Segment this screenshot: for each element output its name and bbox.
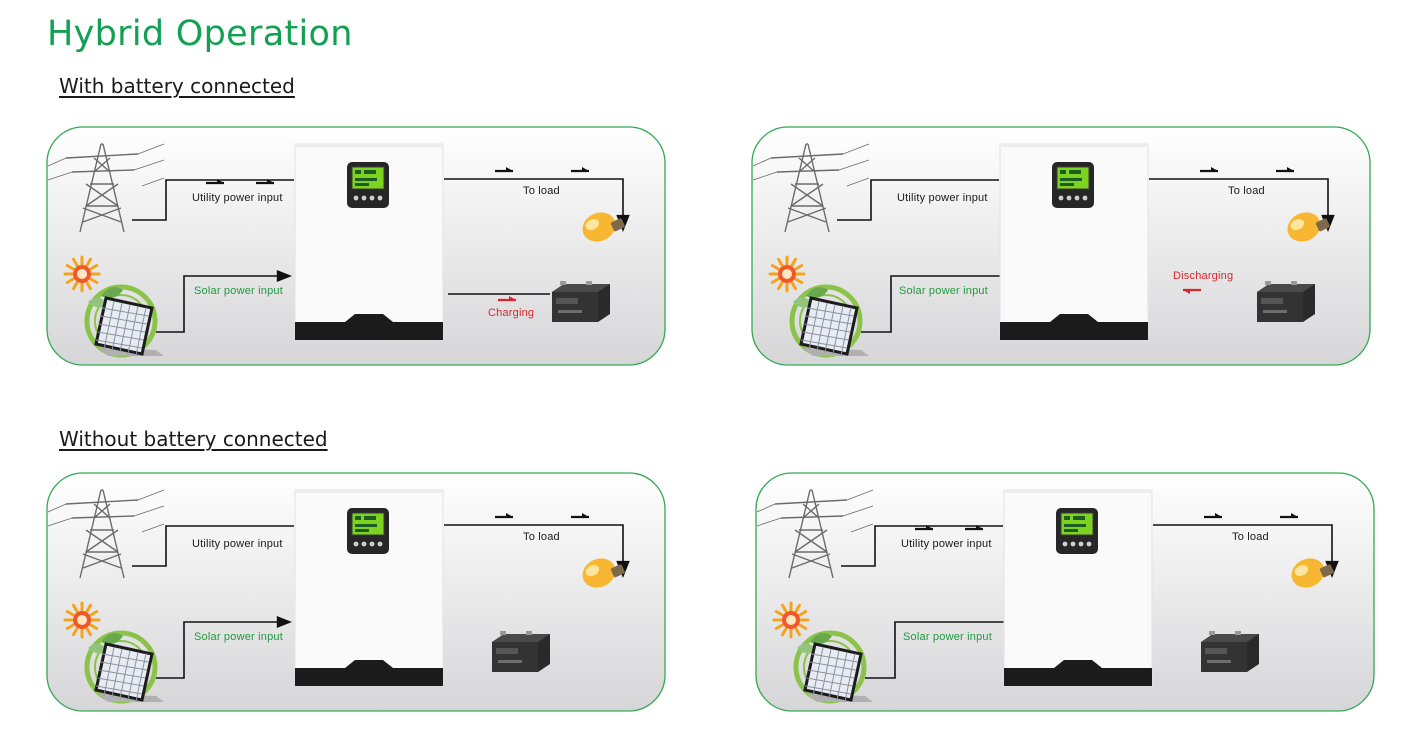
sun-icon — [772, 601, 810, 639]
light-bulb-icon — [582, 558, 625, 588]
transmission-tower-icon — [47, 143, 165, 233]
sun-icon — [63, 255, 101, 293]
sun-icon — [768, 255, 806, 293]
battery-flow-label: Discharging — [1173, 270, 1234, 282]
flow-arrow-icon — [256, 179, 274, 185]
flow-arrow-icon — [206, 179, 224, 185]
solar-line — [865, 621, 1013, 679]
battery-icon — [552, 281, 610, 322]
utility-power-label: Utility power input — [901, 538, 992, 550]
flow-arrow-icon — [1200, 167, 1218, 173]
inverter-icon — [1003, 489, 1153, 687]
solar-power-label: Solar power input — [194, 285, 284, 297]
battery-icon — [1257, 281, 1315, 322]
solar-power-label: Solar power input — [899, 285, 989, 297]
sun-icon — [63, 601, 101, 639]
load-line — [444, 178, 624, 216]
utility-power-label: Utility power input — [192, 538, 283, 550]
battery-flow-label: Charging — [488, 307, 535, 319]
solar-panel-icon — [94, 642, 164, 702]
flow-arrow-icon — [1280, 513, 1298, 519]
utility-line — [841, 525, 1003, 567]
flow-arrow-icon — [498, 296, 516, 302]
solar-power-label: Solar power input — [194, 631, 284, 643]
light-bulb-icon — [582, 212, 625, 242]
solar-line — [156, 621, 286, 679]
flow-arrow-icon — [1276, 167, 1294, 173]
load-line — [444, 524, 624, 562]
flow-arrow-icon — [571, 513, 589, 519]
light-bulb-icon — [1287, 212, 1330, 242]
flow-arrow-icon — [1183, 288, 1201, 294]
to-load-label: To load — [1228, 185, 1265, 197]
transmission-tower-icon — [756, 489, 874, 579]
load-line — [1153, 524, 1333, 562]
flow-arrow-icon — [495, 513, 513, 519]
battery-icon — [492, 631, 550, 672]
flow-arrow-icon — [495, 167, 513, 173]
transmission-tower-icon — [752, 143, 870, 233]
to-load-label: To load — [1232, 531, 1269, 543]
flow-arrow-icon — [915, 525, 933, 531]
utility-line — [837, 179, 999, 221]
solar-panel-icon — [94, 296, 164, 356]
solar-panel-icon — [799, 296, 869, 356]
solar-panel-icon — [803, 642, 873, 702]
to-load-label: To load — [523, 531, 560, 543]
utility-line — [132, 179, 294, 221]
solar-line — [156, 275, 286, 333]
load-line — [1149, 178, 1329, 216]
solar-power-label: Solar power input — [903, 631, 993, 643]
transmission-tower-icon — [47, 489, 165, 579]
light-bulb-icon — [1291, 558, 1334, 588]
flow-arrow-icon — [965, 525, 983, 531]
inverter-icon — [294, 143, 444, 341]
utility-power-label: Utility power input — [897, 192, 988, 204]
section-heading-without-battery: Without battery connected — [59, 427, 328, 451]
utility-line — [132, 525, 294, 567]
flow-arrow-icon — [1204, 513, 1222, 519]
battery-icon — [1201, 631, 1259, 672]
page-title: Hybrid Operation — [47, 14, 353, 54]
utility-power-label: Utility power input — [192, 192, 283, 204]
inverter-icon — [999, 143, 1149, 341]
to-load-label: To load — [523, 185, 560, 197]
solar-line — [861, 275, 1009, 333]
section-heading-with-battery: With battery connected — [59, 74, 295, 98]
flow-arrow-icon — [571, 167, 589, 173]
inverter-icon — [294, 489, 444, 687]
